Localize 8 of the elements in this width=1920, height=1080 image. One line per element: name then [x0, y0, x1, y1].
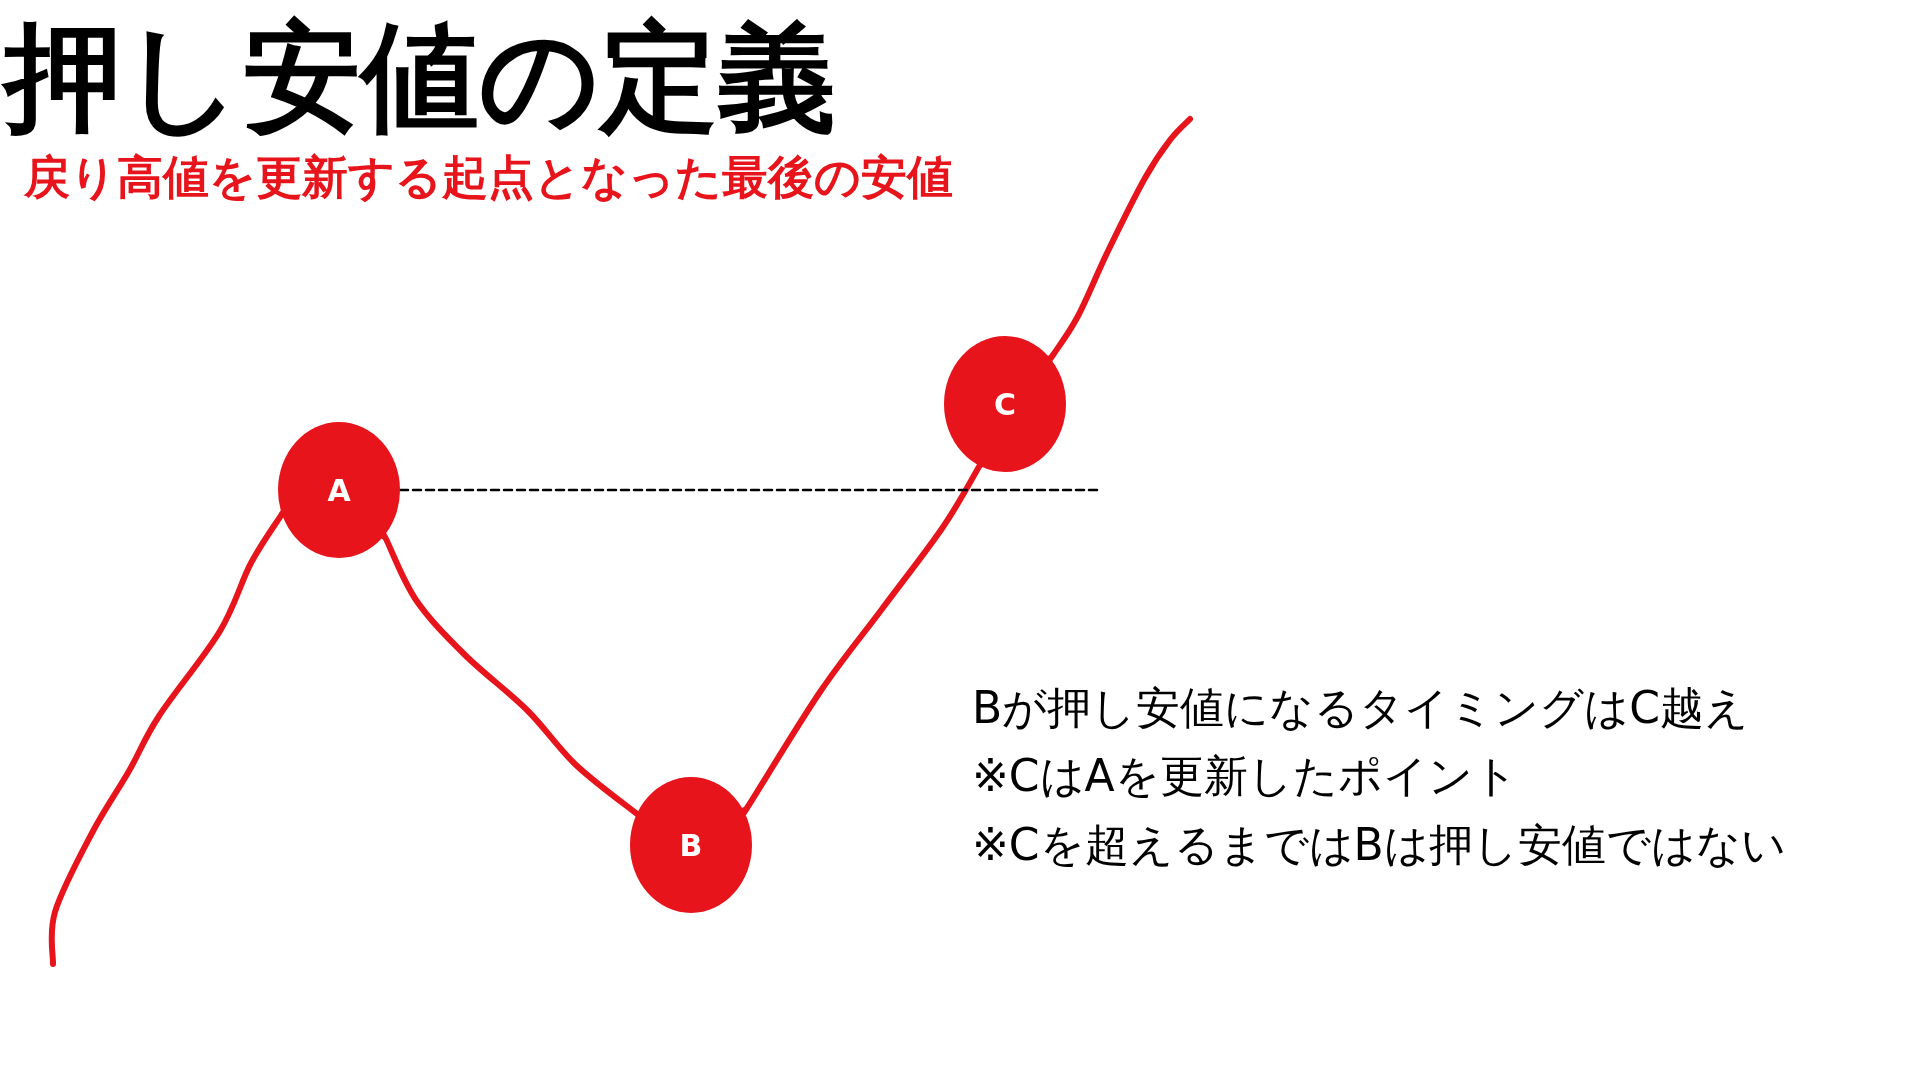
point-label: A — [327, 471, 351, 510]
point-label: C — [994, 385, 1016, 424]
price-line — [1046, 116, 1193, 362]
note-text: Bが押し安値になるタイミングはC越え — [972, 682, 1749, 735]
point-label: B — [679, 826, 703, 865]
note-text: ※CはAを更新したポイント — [972, 750, 1518, 803]
subtitle: 戻り高値を更新する起点となった最後の安値 — [24, 150, 953, 206]
note-text: ※Cを超えるまではBは押し安値ではない — [972, 819, 1786, 872]
